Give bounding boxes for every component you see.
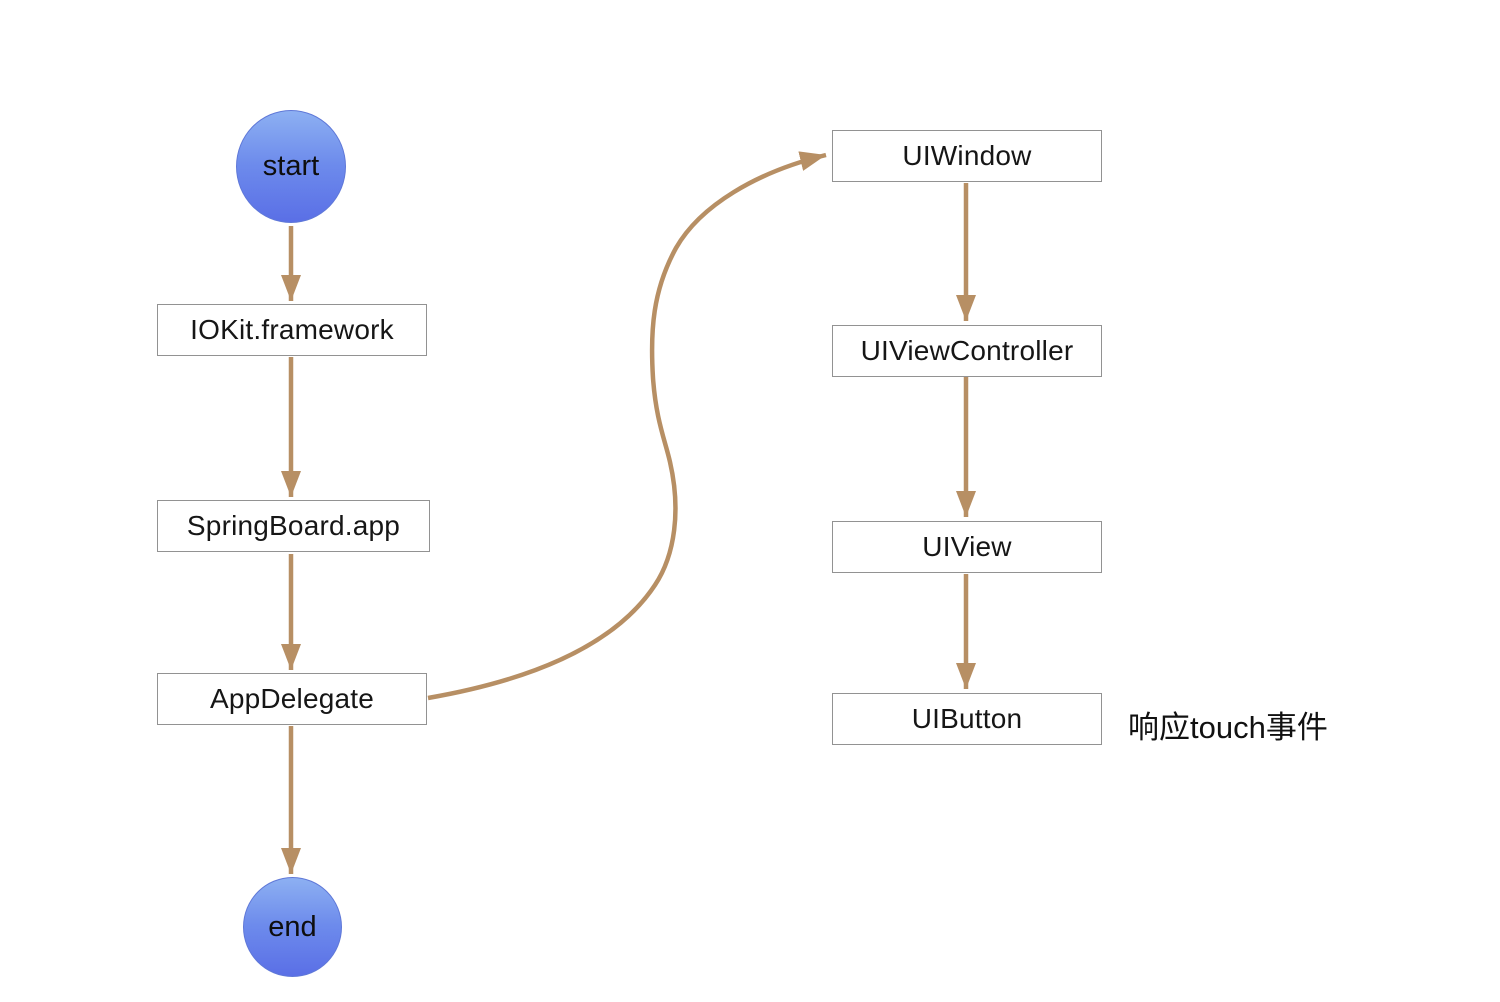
node-iokit-framework: IOKit.framework	[157, 304, 427, 356]
node-uiwindow-label: UIWindow	[902, 140, 1032, 171]
edge-appdelegate-to-uiwindow	[427, 151, 827, 701]
node-uibutton: UIButton	[832, 693, 1102, 745]
node-uiviewcontroller-label: UIViewController	[860, 335, 1074, 366]
node-uiwindow: UIWindow	[832, 130, 1102, 182]
node-uibutton-label: UIButton	[911, 703, 1023, 734]
node-start-label: start	[262, 150, 320, 182]
node-springboard-app: SpringBoard.app	[157, 500, 430, 552]
node-uiview: UIView	[832, 521, 1102, 573]
node-iokit-framework-label: IOKit.framework	[190, 314, 394, 345]
node-appdelegate-label: AppDelegate	[209, 683, 375, 714]
node-springboard-app-label: SpringBoard.app	[186, 510, 401, 541]
node-end-label: end	[268, 910, 317, 943]
node-appdelegate: AppDelegate	[157, 673, 427, 725]
node-start: start	[236, 110, 346, 223]
node-uiview-label: UIView	[922, 531, 1012, 562]
node-uiviewcontroller: UIViewController	[832, 325, 1102, 377]
node-end: end	[243, 877, 342, 977]
annotation-touch-event: 响应touch事件	[1128, 710, 1328, 745]
